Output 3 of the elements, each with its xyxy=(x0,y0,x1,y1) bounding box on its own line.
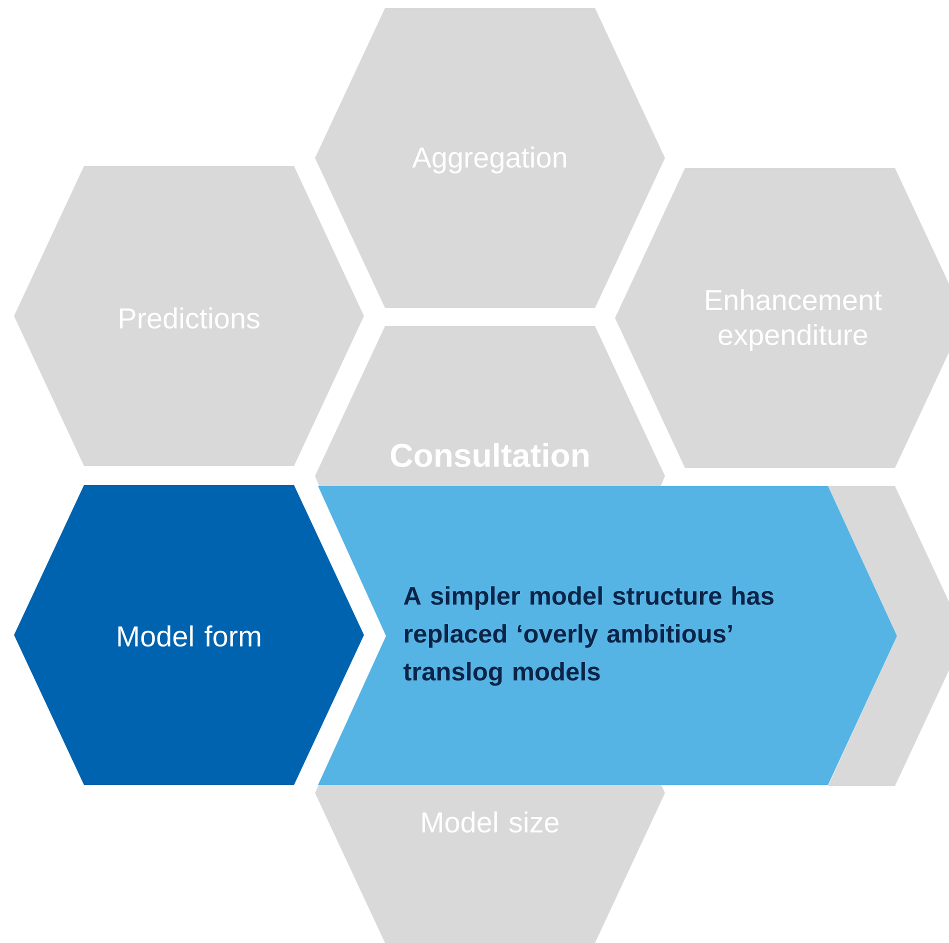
chevron-callout: A simpler model structure has replaced ‘overly ambitious’ translog models xyxy=(318,486,897,785)
hexagon xyxy=(828,486,949,786)
hexagon: Model form xyxy=(14,485,364,785)
